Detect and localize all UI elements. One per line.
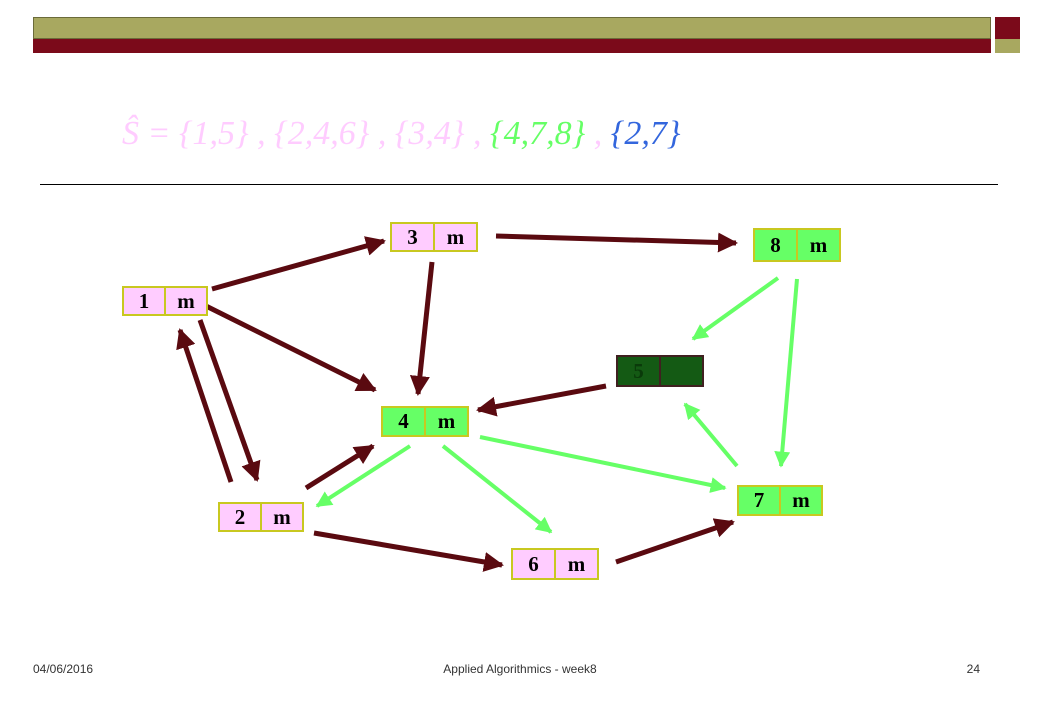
- title-part-set-27: {2,7}: [610, 115, 681, 152]
- node-8: 8 m: [753, 228, 841, 262]
- node-7-label: 7: [739, 487, 781, 514]
- header-bar-maroon: [33, 39, 991, 53]
- edge-3-4: [409, 261, 435, 396]
- node-3-label: 3: [392, 224, 435, 250]
- edge-8-7: [774, 278, 799, 468]
- node-5-label: 5: [618, 357, 661, 385]
- edge-2-1: [176, 328, 234, 483]
- node-4-label: 4: [383, 408, 426, 435]
- edge-4-6: [441, 444, 553, 534]
- footer-page-number: 24: [966, 662, 980, 676]
- node-5: 5: [616, 355, 704, 387]
- node-3: 3 m: [390, 222, 478, 252]
- title-part-separator: ,: [585, 115, 611, 152]
- node-8-label: 8: [755, 230, 798, 260]
- edge-3-8: [495, 232, 738, 253]
- edge-6-7: [615, 518, 735, 565]
- node-7-mark: m: [792, 488, 810, 512]
- node-4-mark: m: [437, 409, 456, 433]
- header-bar-olive: [33, 17, 991, 39]
- edge-8-5: [691, 276, 780, 341]
- edge-5-4: [476, 383, 607, 417]
- edge-4-7: [479, 435, 727, 493]
- node-6: 6 m: [511, 548, 599, 580]
- edge-1-2: [197, 319, 261, 482]
- slide-title: Ŝ = {1,5} , {2,4,6} , {3,4} , {4,7,8} , …: [122, 115, 680, 153]
- node-1-label: 1: [124, 288, 166, 314]
- node-4: 4 m: [381, 406, 469, 437]
- footer-date: 04/06/2016: [33, 662, 94, 676]
- footer-course-title: Applied Algorithmics - week8: [443, 662, 597, 676]
- node-7: 7 m: [737, 485, 823, 516]
- title-part-set-478: {4,7,8}: [490, 115, 586, 152]
- node-6-mark: m: [567, 551, 586, 576]
- node-2: 2 m: [218, 502, 304, 532]
- title-part-main: Ŝ = {1,5} , {2,4,6} , {3,4} ,: [122, 115, 491, 152]
- node-1-mark: m: [177, 288, 195, 313]
- node-8-mark: m: [809, 232, 828, 257]
- node-2-label: 2: [220, 504, 262, 530]
- edge-4-2: [315, 444, 412, 508]
- node-5-mark: [661, 357, 702, 385]
- header-corner-olive: [995, 39, 1020, 53]
- edge-7-5: [683, 402, 739, 468]
- title-rule: [40, 184, 998, 185]
- edge-2-6: [313, 530, 504, 572]
- header-corner-maroon: [995, 17, 1020, 39]
- edge-2-4: [304, 443, 375, 491]
- node-6-label: 6: [513, 550, 556, 578]
- node-3-mark: m: [446, 224, 465, 249]
- header-corner-divider: [991, 17, 995, 53]
- node-2-mark: m: [273, 504, 291, 529]
- edge-1-3: [211, 236, 386, 292]
- node-1: 1 m: [122, 286, 208, 316]
- edge-1-4: [204, 303, 377, 393]
